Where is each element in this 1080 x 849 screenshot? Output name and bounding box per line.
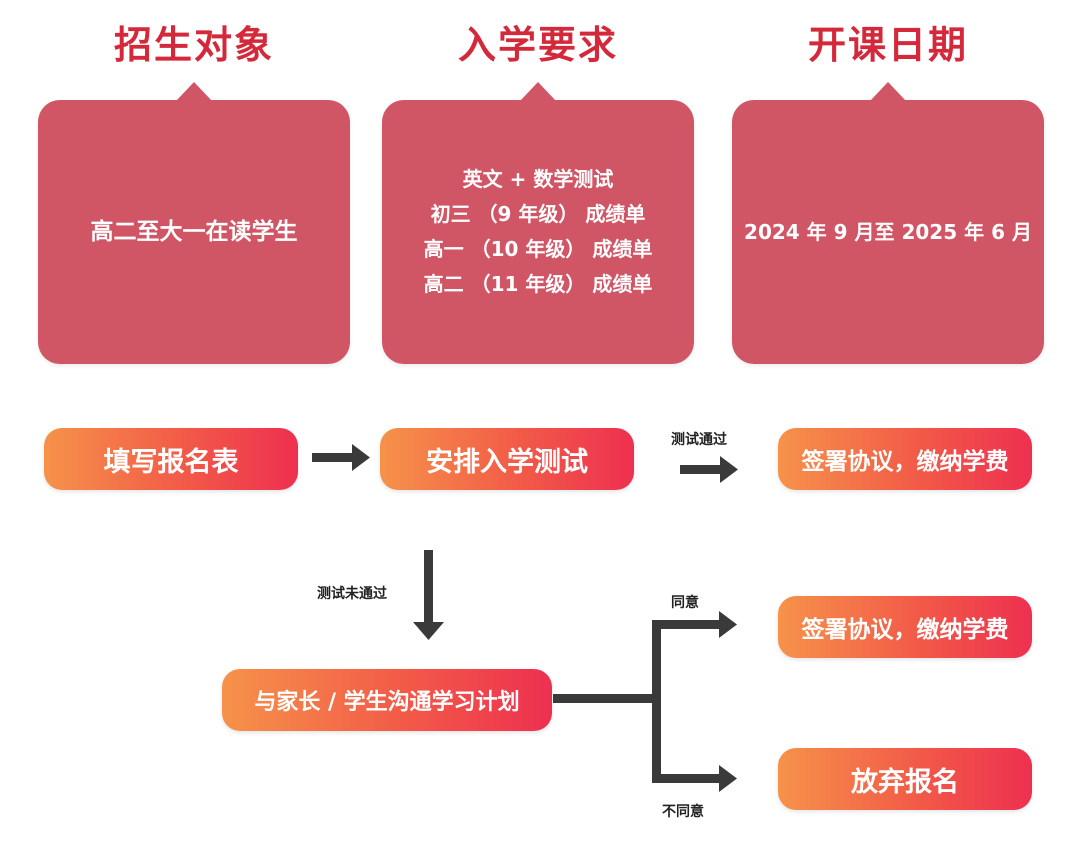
requirement-item: 初三 （9 年级） 成绩单 (430, 202, 646, 226)
step-arrange-test: 安排入学测试 (380, 428, 634, 490)
arrow-test-fail (413, 550, 444, 640)
requirement-item: 高二 （11 年级） 成绩单 (423, 272, 653, 296)
arrow-branch (553, 611, 737, 792)
requirement-item: 英文 + 数学测试 (462, 167, 614, 191)
label-disagree: 不同意 (662, 804, 704, 820)
step-sign-agreement: 签署协议，缴纳学费 (778, 428, 1032, 490)
step-discuss-plan: 与家长 / 学生沟通学习计划 (222, 669, 552, 731)
card-target: 高二至大一在读学生 (38, 82, 350, 364)
arrow-test-pass (680, 456, 738, 483)
heading-requirements: 入学要求 (457, 23, 618, 67)
card-start-date: 2024 年 9 月至 2025 年 6 月 (732, 82, 1044, 364)
step-apply-form: 填写报名表 (44, 428, 298, 490)
requirement-item: 高一 （10 年级） 成绩单 (423, 237, 653, 261)
heading-start-date: 开课日期 (807, 23, 968, 67)
arrow-apply-to-test (312, 444, 370, 471)
heading-target: 招生对象 (113, 23, 274, 67)
step-abandon: 放弃报名 (778, 748, 1032, 810)
card-requirements: 英文 + 数学测试 初三 （9 年级） 成绩单 高一 （10 年级） 成绩单 高… (382, 82, 694, 364)
label-test-pass: 测试通过 (671, 432, 727, 448)
label-test-fail: 测试未通过 (317, 586, 387, 602)
step-sign-agreement-agree: 签署协议，缴纳学费 (778, 596, 1032, 658)
label-agree: 同意 (671, 595, 699, 611)
card-start-date-text: 2024 年 9 月至 2025 年 6 月 (744, 219, 1032, 244)
card-target-text: 高二至大一在读学生 (90, 218, 298, 245)
